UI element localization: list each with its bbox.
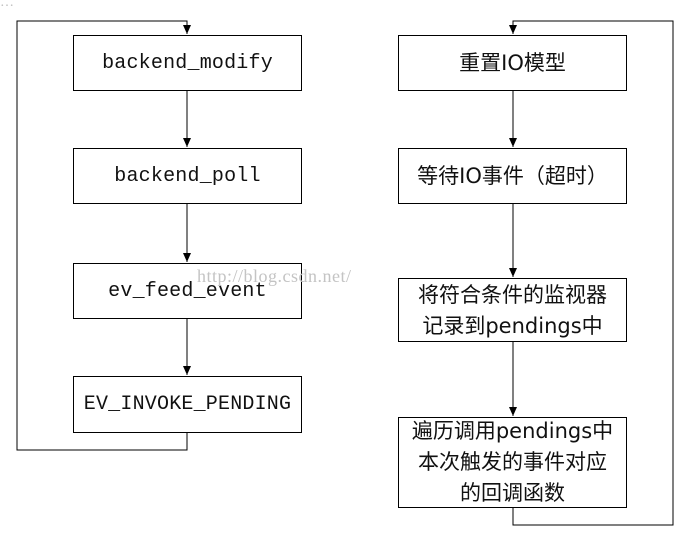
top-cropped-text: …: [0, 0, 14, 8]
loop-line-left: [16, 20, 191, 451]
box-backend-poll-label: backend_poll: [114, 164, 261, 188]
box-backend-modify-label: backend_modify: [102, 51, 273, 75]
box-backend-modify: backend_modify: [73, 35, 302, 91]
loop-line-right: [509, 20, 674, 526]
box-invoke-callbacks-line-3: 的回调函数: [460, 481, 565, 505]
box-wait-io-events: 等待IO事件（超时）: [398, 148, 627, 204]
box-invoke-callbacks: 遍历调用pendings中 本次触发的事件对应 的回调函数: [398, 417, 627, 508]
box-ev-invoke-pending-label: EV_INVOKE_PENDING: [83, 393, 292, 416]
box-backend-poll: backend_poll: [73, 148, 302, 204]
watermark: http://blog.csdn.net/: [197, 266, 352, 286]
box-reset-io-model-label: 重置IO模型: [459, 50, 566, 75]
box-record-pendings-line-2: 记录到pendings中: [422, 314, 603, 338]
box-invoke-callbacks-line-2: 本次触发的事件对应: [418, 450, 607, 474]
box-ev-invoke-pending: EV_INVOKE_PENDING: [73, 376, 302, 433]
box-invoke-callbacks-line-1: 遍历调用pendings中: [411, 419, 614, 443]
box-reset-io-model: 重置IO模型: [398, 35, 627, 91]
box-wait-io-events-label: 等待IO事件（超时）: [417, 163, 608, 188]
box-ev-feed-event: ev_feed_event: [73, 263, 302, 319]
box-record-pendings-line-1: 将符合条件的监视器: [418, 283, 607, 307]
box-record-pendings: 将符合条件的监视器 记录到pendings中: [398, 278, 627, 342]
box-ev-feed-event-label: ev_feed_event: [108, 279, 267, 303]
